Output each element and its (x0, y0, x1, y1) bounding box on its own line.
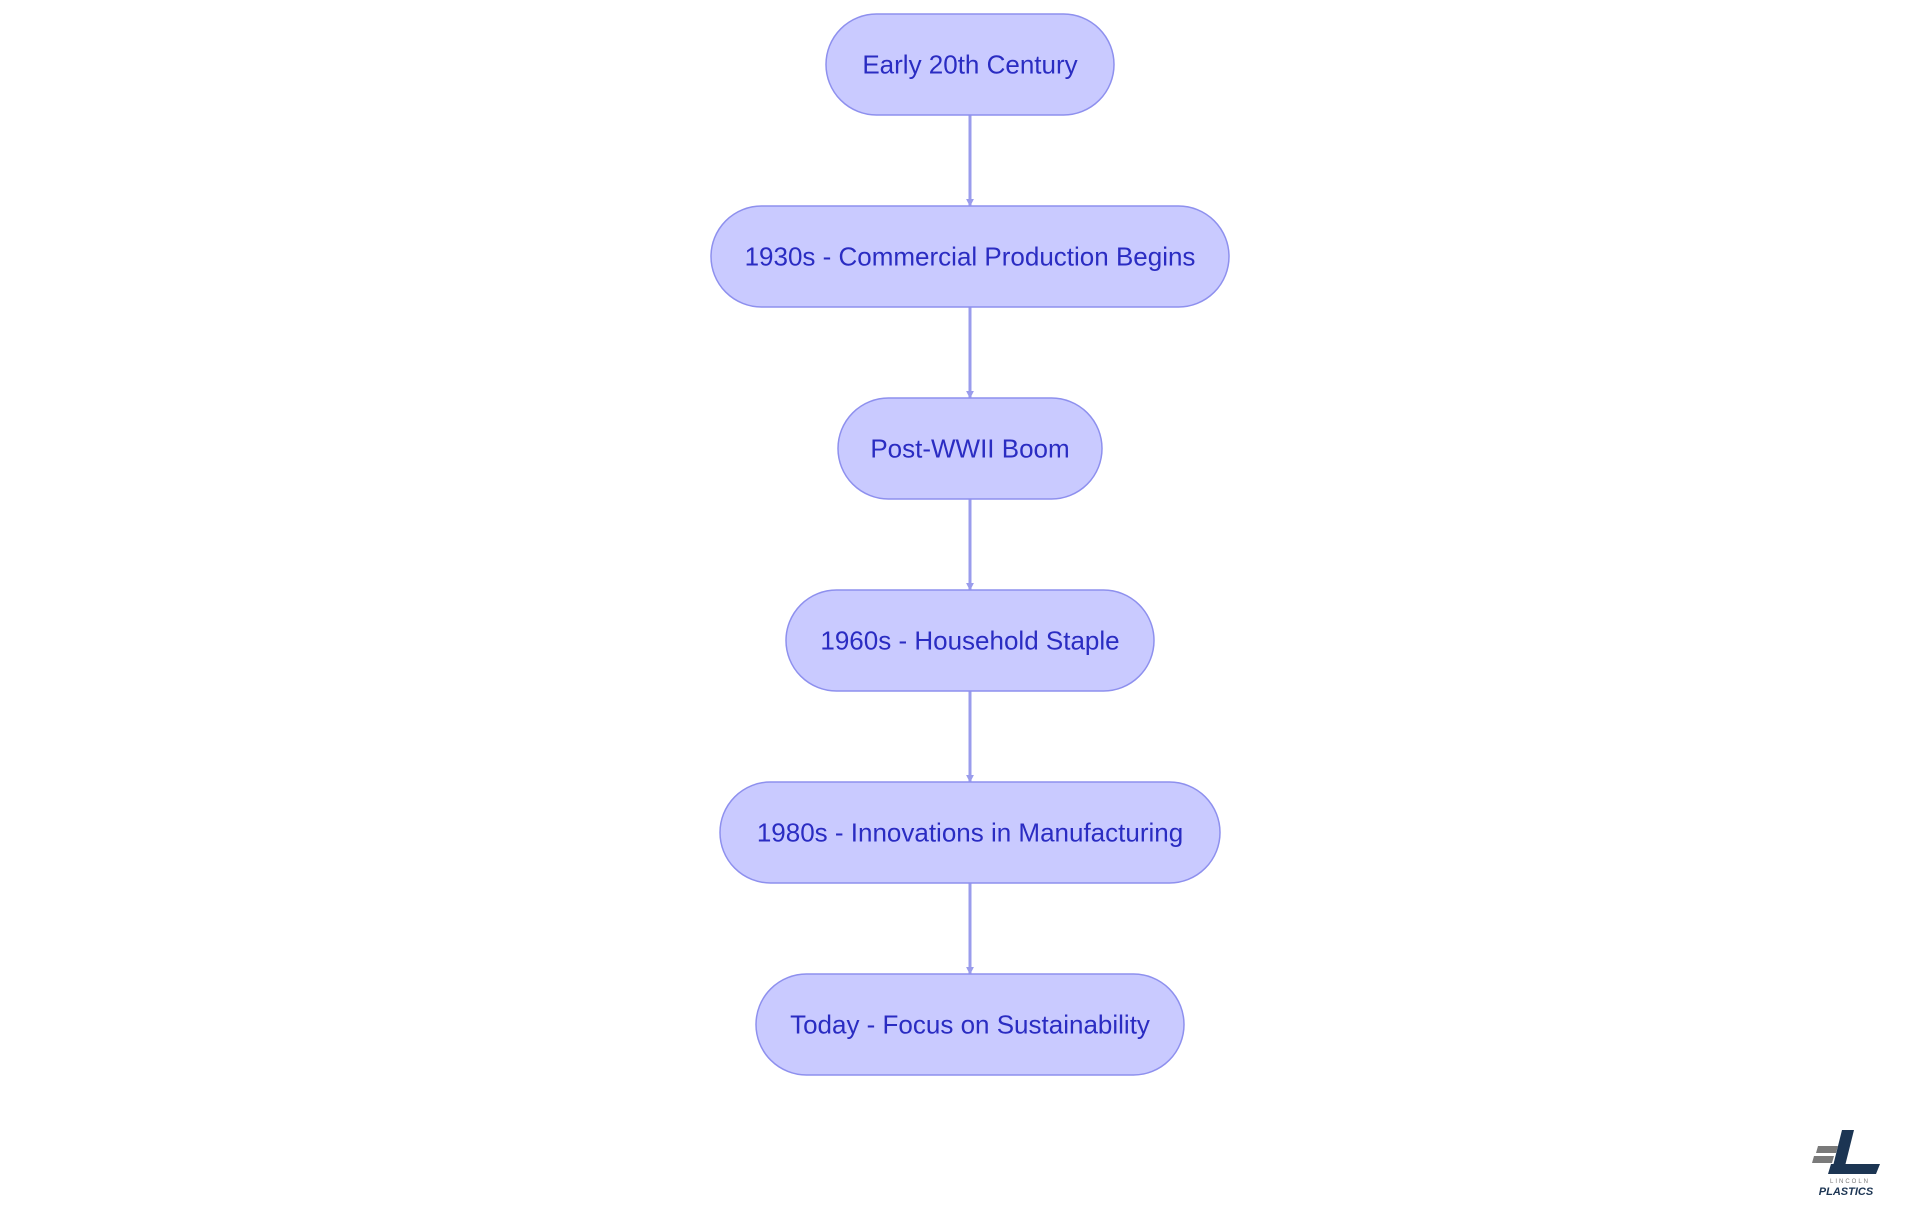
flow-node-shape (837, 397, 1103, 500)
flow-node: 1930s - Commercial Production Begins (710, 205, 1230, 308)
logo-mark: LINCOLN PLASTICS (1812, 1130, 1880, 1198)
flow-node-label: 1960s - Household Staple (820, 626, 1119, 656)
flow-node: Post-WWII Boom (837, 397, 1103, 500)
logo-l-foot (1828, 1164, 1880, 1174)
flow-node-label: 1980s - Innovations in Manufacturing (757, 818, 1183, 848)
flow-node-shape (825, 13, 1115, 116)
flow-node: 1960s - Household Staple (785, 589, 1155, 692)
nodes: Early 20th Century 1930s - Commercial Pro… (710, 13, 1230, 1076)
lincoln-plastics-logo: LINCOLN PLASTICS (1810, 1128, 1886, 1204)
flow-node-shape (710, 205, 1230, 308)
flow-node-shape (719, 781, 1221, 884)
logo-text-line2: PLASTICS (1819, 1186, 1874, 1198)
logo-l-vertical (1831, 1130, 1854, 1174)
flow-node: Today - Focus on Sustainability (755, 973, 1185, 1076)
logo-bar-bottom (1812, 1156, 1834, 1163)
flow-node: 1980s - Innovations in Manufacturing (719, 781, 1221, 884)
flow-node-shape (785, 589, 1155, 692)
logo-bar-top (1816, 1146, 1838, 1153)
flow-node-label: 1930s - Commercial Production Begins (745, 242, 1196, 272)
logo-text-line1: LINCOLN (1830, 1179, 1870, 1185)
flow-node-label: Post-WWII Boom (870, 434, 1069, 464)
flow-node-label: Early 20th Century (862, 50, 1077, 80)
flow-node-label: Today - Focus on Sustainability (790, 1010, 1150, 1040)
flow-node: Early 20th Century (825, 13, 1115, 116)
flow-node-shape (755, 973, 1185, 1076)
